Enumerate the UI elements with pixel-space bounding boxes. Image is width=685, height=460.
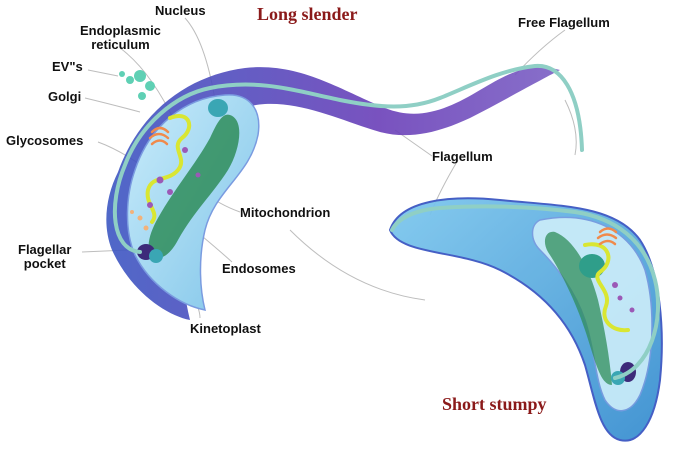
mitochondrion-stumpy [544,231,612,385]
label-mitochondrion: Mitochondrion [240,205,331,220]
extracellular-vesicles [119,70,155,100]
vesicles-slender [147,147,201,208]
label-free-flagellum: Free Flagellum [518,15,610,30]
golgi-slender [148,126,170,146]
title-long-slender: Long slender [257,4,358,24]
nucleus-stumpy [579,254,605,278]
label-flagellum: Flagellum [432,149,493,164]
golgi-stumpy [596,227,618,246]
nucleus-slender [208,99,228,117]
vesicles-stumpy [612,282,635,313]
label-endoplasmic-reticulum: Endoplasmic reticulum [80,23,161,52]
kinetoplast-slender [149,249,163,263]
glycosomes-slender [130,210,149,231]
label-endosomes: Endosomes [222,261,296,276]
flagellum-stumpy [390,204,660,380]
label-glycosomes: Glycosomes [6,133,84,148]
endoplasmic-reticulum-slender [145,114,192,224]
leader-line-evs [87,69,119,77]
label-evs: EV"s [52,59,83,74]
long-slender-cell [106,63,584,320]
outer-membrane-slender [106,67,561,320]
label-flagellar-pocket: Flagellar pocket [18,242,72,271]
leader-line-mitochondrion-stumpy [289,229,426,301]
short-stumpy-cell [388,197,663,442]
leader-line-golgi [84,97,141,113]
label-golgi: Golgi [48,89,82,104]
endoplasmic-reticulum-stumpy [583,242,630,333]
leader-line-free-flagellum-2 [564,99,577,156]
flagellum-slender [112,63,584,254]
mitochondrion-slender [148,114,240,258]
label-kinetoplast: Kinetoplast [190,321,261,336]
label-nucleus: Nucleus [155,3,206,18]
title-short-stumpy: Short stumpy [442,394,547,414]
